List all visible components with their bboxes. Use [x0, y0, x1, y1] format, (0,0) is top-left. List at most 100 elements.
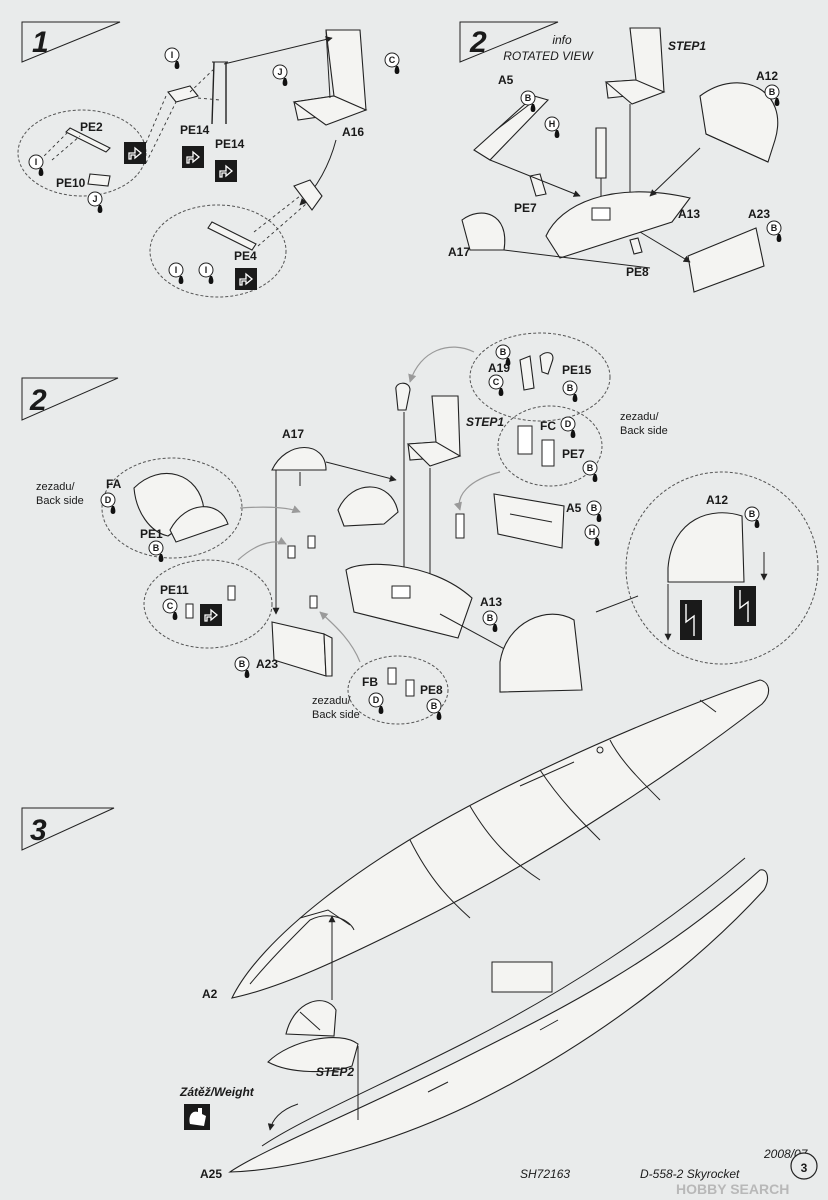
part-label: A5 — [566, 501, 582, 515]
floor-part — [345, 563, 473, 639]
color-callout: B — [495, 344, 511, 367]
part-label: PE14 — [215, 137, 245, 151]
bulkhead-part — [667, 512, 745, 583]
part-label: A12 — [756, 69, 778, 83]
part-label: A12 — [706, 493, 728, 507]
step-reference: STEP1 — [466, 415, 504, 429]
page-number-circle — [790, 1152, 818, 1180]
photo-etch-fold-icon — [181, 145, 205, 169]
color-callout: B — [744, 506, 760, 529]
photo-etch-fold-icon — [199, 603, 223, 627]
part-label: A17 — [282, 427, 304, 441]
cockpit-tub — [267, 1000, 359, 1073]
watermark: HOBBY SEARCH — [676, 1181, 789, 1197]
part-label: PE10 — [56, 176, 86, 190]
part-label: FB — [362, 675, 378, 689]
color-callout: J — [87, 191, 103, 214]
color-callout: D — [560, 416, 576, 439]
part-label: PE1 — [140, 527, 163, 541]
color-callout: B — [426, 698, 442, 721]
color-callout: C — [162, 598, 178, 621]
svg-text:C: C — [167, 601, 174, 611]
svg-text:B: B — [431, 701, 438, 711]
upper-fuselage — [231, 679, 770, 999]
step-number: 3 — [30, 814, 47, 847]
svg-text:B: B — [487, 613, 494, 623]
bracket-part — [167, 85, 199, 103]
color-callout: I — [28, 154, 44, 177]
side-panel-part — [687, 227, 765, 293]
color-callout: B — [582, 460, 598, 483]
lower-fuselage — [228, 857, 769, 1173]
step-1: 1 PE2 PE10 I J PE14 — [17, 21, 400, 298]
step-2: 2 A19 B C PE15 B STEP1 FC D PE7 B zezadu… — [21, 332, 819, 725]
part-label: PE15 — [562, 363, 592, 377]
svg-text:C: C — [493, 377, 500, 387]
info-note: info — [552, 33, 572, 47]
footer: SH72163 2008/07 D-558-2 Skyrocket 3 HOBB… — [520, 1147, 818, 1197]
svg-text:B: B — [749, 509, 756, 519]
part-label: A13 — [480, 595, 502, 609]
side-panel-part — [271, 621, 327, 677]
step-reference: STEP1 — [668, 39, 706, 53]
color-callout: I — [164, 47, 180, 70]
svg-text:I: I — [171, 50, 174, 60]
color-callout: B — [586, 500, 602, 523]
svg-text:J: J — [277, 67, 282, 77]
back-side-note: Back side — [620, 425, 668, 437]
color-callout: C — [488, 374, 504, 397]
step-3: 3 A2 STEP2 — [21, 679, 770, 1181]
color-callout: D — [100, 492, 116, 515]
color-callout: B — [766, 220, 782, 243]
svg-text:I: I — [35, 157, 38, 167]
part-label: A17 — [448, 245, 470, 259]
part-label: PE4 — [234, 249, 257, 263]
step-2-header: 2 — [459, 21, 559, 63]
svg-text:I: I — [205, 265, 208, 275]
svg-text:C: C — [389, 55, 396, 65]
detail-circle — [625, 471, 819, 665]
part-label: A23 — [748, 207, 770, 221]
svg-text:D: D — [105, 495, 112, 505]
kit-code: SH72163 — [520, 1167, 570, 1181]
color-callout: B — [234, 656, 250, 679]
detail-circle — [347, 655, 449, 725]
part-label: FC — [540, 419, 556, 433]
svg-text:B: B — [771, 223, 778, 233]
photo-etch-fold-icon — [214, 159, 238, 183]
back-side-note: zezadu/ — [312, 695, 351, 707]
svg-text:B: B — [587, 463, 594, 473]
part-label: PE7 — [562, 447, 585, 461]
svg-text:B: B — [567, 383, 574, 393]
back-side-note: Back side — [36, 495, 84, 507]
detail-circle — [143, 559, 273, 649]
svg-text:D: D — [373, 695, 380, 705]
back-side-note: zezadu/ — [36, 481, 75, 493]
part-label: A23 — [256, 657, 278, 671]
part-label: PE8 — [420, 683, 443, 697]
part-label: PE7 — [514, 201, 537, 215]
part-label: A2 — [202, 987, 218, 1001]
part-label: A19 — [488, 361, 510, 375]
step-2-rotated-view: 2 info ROTATED VIEW STEP1 A12 B A5 B H A… — [448, 21, 782, 293]
detail-circle — [149, 204, 287, 298]
side-panel-part — [493, 493, 565, 549]
part-label: A25 — [200, 1167, 222, 1181]
step-number: 2 — [29, 384, 47, 417]
svg-text:B: B — [769, 87, 776, 97]
page-number: 3 — [801, 1161, 808, 1175]
detail-circle — [497, 405, 603, 487]
kit-title: D-558-2 Skyrocket — [640, 1167, 740, 1181]
color-callout: B — [482, 610, 498, 633]
color-callout: B — [562, 380, 578, 403]
side-panel-part — [473, 95, 550, 161]
harness-straps — [211, 61, 228, 125]
step-number: 2 — [469, 26, 487, 59]
color-callout: H — [544, 116, 560, 139]
rotated-view-note: ROTATED VIEW — [503, 49, 594, 63]
svg-text:J: J — [92, 194, 97, 204]
bracket-part — [293, 179, 323, 211]
detail-circle — [469, 332, 611, 422]
color-callout: I — [168, 262, 184, 285]
